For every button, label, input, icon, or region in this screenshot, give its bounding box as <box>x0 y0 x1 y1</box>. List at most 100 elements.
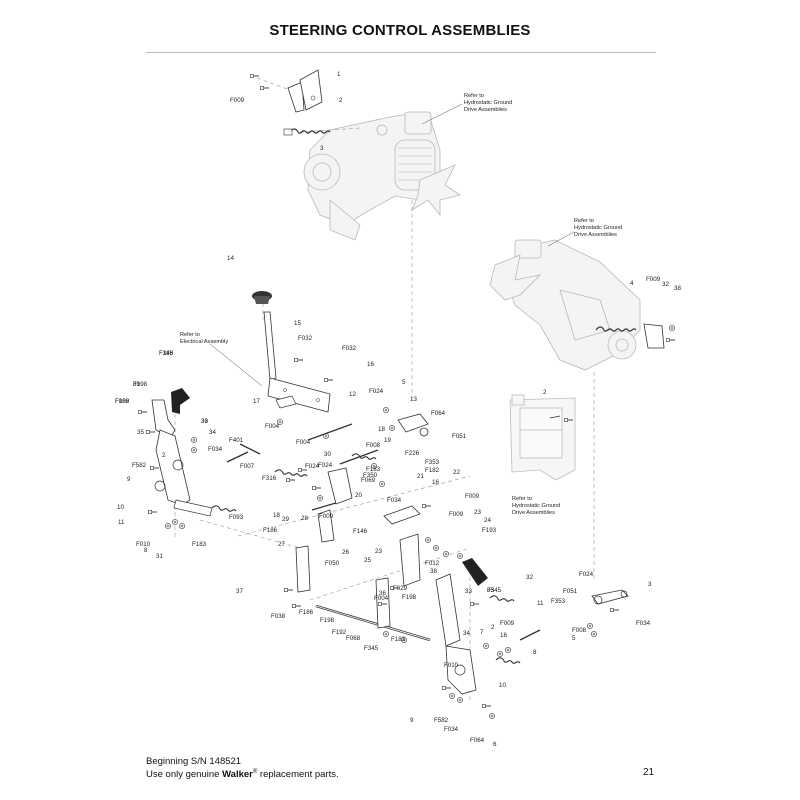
title-divider <box>146 52 656 53</box>
part-callout-label: F009 <box>646 276 661 283</box>
part-callout-label: 2 <box>491 624 495 631</box>
part-callout-label: 28 <box>301 515 308 522</box>
part-callout-label: 23 <box>375 548 382 555</box>
part-callout-label: 39 <box>201 418 208 425</box>
part-callout-label: F345 <box>487 587 502 594</box>
part-callout-label: 21 <box>417 473 424 480</box>
hydro-ref-note-right-line: Refer to <box>574 218 594 224</box>
part-callout-label: 33 <box>465 588 472 595</box>
part-callout-label: F401 <box>229 437 244 444</box>
part-callout-label: F345 <box>364 645 379 652</box>
part-callout-label: F183 <box>192 541 207 548</box>
part-callout-label: F009 <box>465 493 480 500</box>
part-callout-label: 9 <box>410 717 414 724</box>
part-callout-label: F051 <box>452 433 467 440</box>
part-callout-label: 34 <box>463 630 470 637</box>
part-callout-label: F345 <box>159 350 174 357</box>
part-callout-label: F064 <box>470 737 485 744</box>
part-callout-label: 8 <box>144 547 148 554</box>
part-callout-label: 18 <box>273 512 280 519</box>
part-callout-label: 8 <box>533 649 537 656</box>
part-callout-label: F024 <box>579 571 594 578</box>
center-linkage-rods <box>226 423 431 642</box>
part-callout-label: 5 <box>402 379 406 386</box>
part-callout-label: 23 <box>474 509 481 516</box>
part-callout-label: F004 <box>265 423 280 430</box>
part-callout-label: F186 <box>263 527 278 534</box>
hydro-ref-note-bracket-line: Refer to <box>512 496 532 502</box>
part-callout-label: F034 <box>208 446 223 453</box>
top-spring-bracket-assembly <box>249 69 331 136</box>
part-callout-label: 32 <box>662 281 669 288</box>
part-callout-label: 36 <box>379 590 386 597</box>
part-callout-label: 2 <box>162 452 166 459</box>
part-callout-label: 1 <box>337 71 341 78</box>
page-title: STEERING CONTROL ASSEMBLIES <box>269 22 531 39</box>
part-callout-label: F068 <box>346 635 361 642</box>
hydro-ref-note-top-line: Hydrostatic Ground <box>464 100 512 106</box>
part-callout-label: 34 <box>209 429 216 436</box>
part-callout-label: 39 <box>133 381 140 388</box>
electrical-ref-note-line: Electrical Assembly <box>180 339 228 345</box>
part-callout-label: F038 <box>271 613 286 620</box>
part-callout-label: F009 <box>449 511 464 518</box>
part-callout-label: 27 <box>278 541 285 548</box>
footer-reg: ® <box>252 769 258 775</box>
part-callout-label: 11 <box>537 600 544 607</box>
part-callout-label: F183 <box>366 466 381 473</box>
part-callout-label: F034 <box>387 497 402 504</box>
part-callout-label: F582 <box>434 717 449 724</box>
part-callout-label: 15 <box>294 320 301 327</box>
part-callout-label: F198 <box>320 617 335 624</box>
part-callout-label: F069 <box>361 477 376 484</box>
electrical-ref-note-line: Refer to <box>180 332 200 338</box>
right-spring-bracket-assembly <box>549 323 676 423</box>
part-callout-label: F009 <box>230 97 245 104</box>
part-callout-label: 35 <box>487 587 494 594</box>
part-callout-label: 25 <box>364 557 371 564</box>
part-callout-label: F198 <box>402 594 417 601</box>
part-callout-label: 29 <box>282 516 289 523</box>
part-callout-label: F024 <box>369 388 384 395</box>
part-callout-label: F032 <box>298 335 313 342</box>
right-steering-lever-assembly <box>435 558 541 719</box>
part-callout-label: 38 <box>674 285 681 292</box>
note-leader-line <box>547 231 575 247</box>
part-callout-label: F050 <box>325 560 340 567</box>
genuine-parts-note: Use only genuine Walker® replacement par… <box>146 767 339 780</box>
part-callout-label: 17 <box>253 398 260 405</box>
part-callout-label: F009 <box>500 620 515 627</box>
part-callout-label: F193 <box>482 527 497 534</box>
hydro-ref-note-right-line: Hydrostatic Ground <box>574 225 622 231</box>
part-callout-label: F009 <box>115 398 130 405</box>
part-callout-label: 37 <box>236 588 243 595</box>
part-callout-label: 22 <box>453 469 460 476</box>
part-callout-label: F032 <box>342 345 357 352</box>
part-callout-label: 13 <box>410 396 417 403</box>
left-steering-lever-assembly <box>137 388 261 529</box>
part-callout-label: F010 <box>444 662 459 669</box>
part-callout-label: F350 <box>363 472 378 479</box>
part-callout-label: F226 <box>405 450 420 457</box>
part-callout-label: 20 <box>355 492 362 499</box>
part-callout-label: 18 <box>378 426 385 433</box>
hydro-ref-note-right-line: Drive Assemblies <box>574 232 617 238</box>
part-callout-label: F582 <box>132 462 147 469</box>
part-callout-label: F192 <box>332 629 347 636</box>
part-callout-label: F188 <box>115 398 130 405</box>
page-number: 21 <box>643 767 655 778</box>
part-callout-label: F186 <box>299 609 314 616</box>
part-callout-label: 33 <box>201 418 208 425</box>
part-callout-label: 10 <box>117 504 124 511</box>
part-callout-label: F010 <box>136 541 151 548</box>
hydro-ref-note-top-line: Refer to <box>464 93 484 99</box>
hydro-ref-note-top-line: Drive Assemblies <box>464 107 507 113</box>
note-leader-line <box>421 103 463 125</box>
part-callout-label: 6 <box>493 741 497 748</box>
part-callout-label: 12 <box>349 391 356 398</box>
serial-number-note: Beginning S/N 148521 <box>146 756 242 767</box>
part-callout-label: 3 <box>648 581 652 588</box>
part-callout-label: 16 <box>367 361 374 368</box>
